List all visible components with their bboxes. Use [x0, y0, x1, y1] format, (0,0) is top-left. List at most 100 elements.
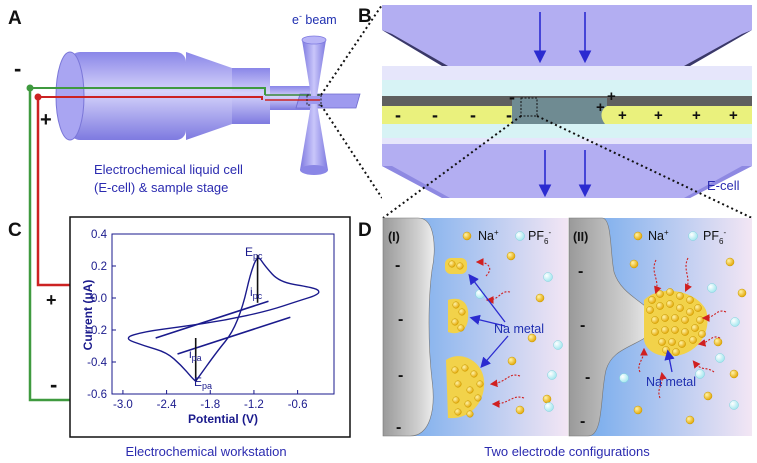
na-grain — [451, 318, 459, 326]
y-tick-label: -0.6 — [87, 389, 107, 401]
na-grain — [661, 326, 669, 334]
pf6-ion — [553, 340, 563, 350]
na-ion — [703, 391, 713, 401]
na-grain — [676, 292, 684, 300]
na-grain — [454, 380, 462, 388]
ecell-minus-1: - — [395, 105, 401, 125]
d-minus-3: - — [398, 367, 403, 384]
na-grain — [686, 308, 694, 316]
pf6-ion — [730, 317, 740, 327]
cv-baseline — [155, 300, 269, 339]
legend-na-ion-right: Na+ — [648, 228, 669, 243]
na-grain — [698, 330, 706, 338]
na-metal-label-right: Na metal — [646, 375, 696, 389]
na-grain — [466, 386, 474, 394]
panel-label-b: B — [358, 6, 372, 27]
cv-plot — [127, 254, 320, 382]
ion-flux-arrow — [653, 259, 662, 295]
zoom-line-top — [320, 4, 383, 96]
ion-flux-arrow — [638, 347, 648, 373]
na-grain — [661, 314, 669, 322]
legend-na-ion-dot — [633, 231, 643, 241]
na-grain — [671, 326, 679, 334]
na-grain — [672, 348, 680, 356]
ecell-minus-4: - — [506, 105, 512, 125]
workstation-minus-sign: - — [50, 372, 57, 397]
cv-ticks: -3.0-2.4-1.8-1.2-0.60.40.20.0-0.2-0.4-0.… — [87, 229, 307, 411]
na-grain — [646, 306, 654, 314]
na-ion — [725, 257, 735, 267]
wires — [26, 84, 266, 402]
legend-na-ion-dot — [462, 231, 472, 241]
ion-flux-arrow — [701, 310, 727, 322]
ecell-plus-6: + — [729, 107, 738, 124]
na-grain — [696, 316, 704, 324]
y-tick-label: 0.0 — [91, 293, 107, 305]
na-grain — [681, 328, 689, 336]
panel-label-a: A — [8, 8, 22, 29]
electron-beam — [300, 35, 328, 175]
na-grain — [671, 314, 679, 322]
config-label-1: (I) — [388, 230, 400, 244]
na-ion — [507, 356, 517, 366]
x-tick-label: -3.0 — [113, 399, 133, 411]
ecell-plus-2: + — [607, 88, 616, 105]
na-ion — [542, 394, 552, 404]
legend-na-ion-left: Na+ — [478, 228, 499, 243]
pf6-ion — [544, 402, 554, 412]
na-grain — [452, 396, 460, 404]
ecell-plus-4: + — [654, 107, 663, 124]
epc-label: Epc — [245, 245, 263, 261]
na-grain — [461, 364, 469, 372]
ecell-caption-line2: (E-cell) & sample stage — [94, 180, 228, 195]
y-tick-label: 0.4 — [91, 229, 108, 241]
d-minus-4: - — [396, 419, 401, 436]
na-grain — [656, 290, 664, 298]
pf6-ion — [707, 283, 717, 293]
na-grain — [658, 338, 666, 346]
cv-curve — [127, 257, 320, 382]
pf6-ion — [619, 373, 629, 383]
ecell-cross-section — [382, 5, 752, 198]
ecell-plus-3: + — [618, 107, 627, 124]
pf6-ion — [695, 369, 705, 379]
d-minus-6: - — [580, 317, 585, 334]
na-grain — [476, 380, 484, 388]
na-ion — [535, 293, 545, 303]
d-minus-1: - — [395, 257, 400, 274]
na-arrow-1 — [468, 273, 506, 323]
na-grain — [689, 336, 697, 344]
configs-caption: Two electrode configurations — [484, 444, 650, 459]
na-grain — [474, 394, 482, 402]
y-tick-label: -0.4 — [87, 357, 107, 369]
d-minus-5: - — [578, 263, 583, 280]
x-tick-label: -0.6 — [288, 399, 308, 411]
config-label-2: (II) — [573, 230, 588, 244]
na-metal-label-left: Na metal — [494, 322, 544, 336]
na-grain — [686, 296, 694, 304]
pf6-ion — [543, 272, 553, 282]
panel-d-left — [382, 217, 568, 437]
zoom-line-bottom — [320, 104, 383, 199]
ipa-label: ipa — [189, 347, 202, 363]
wire-minus-sign: - — [14, 56, 21, 81]
d-minus-7: - — [585, 369, 590, 386]
na-deposit-1 — [445, 258, 467, 274]
ion-flux-arrow — [475, 258, 491, 277]
na-grain — [676, 304, 684, 312]
workstation-frame — [69, 216, 351, 438]
y-tick-label: 0.2 — [91, 261, 107, 273]
na-grain — [651, 316, 659, 324]
na-grain — [451, 366, 459, 374]
na-ion — [713, 337, 723, 347]
na-arrow-4 — [664, 349, 675, 373]
workstation-plus-sign: + — [46, 290, 57, 310]
na-grain — [454, 408, 462, 416]
pf6-ion — [547, 370, 557, 380]
na-grain — [456, 262, 464, 270]
ion-flux-arrow — [485, 291, 511, 304]
na-grain — [694, 304, 702, 312]
na-grain — [452, 301, 460, 309]
